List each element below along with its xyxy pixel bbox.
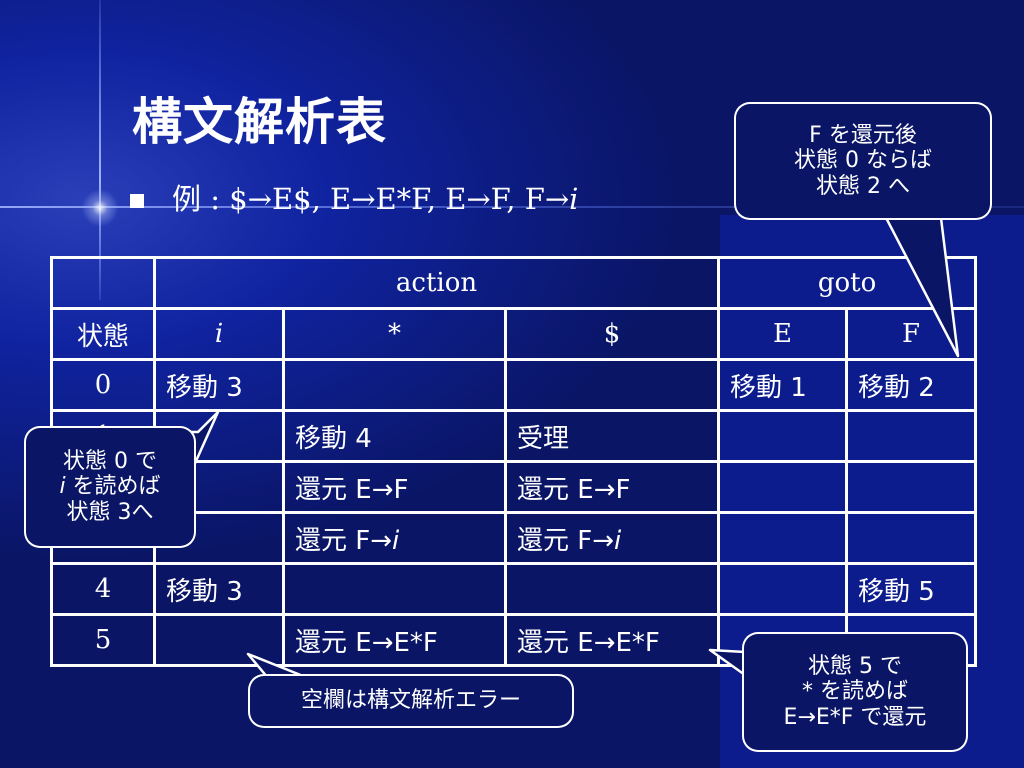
table-cell: 還元 F→i [503, 511, 721, 565]
decorative-vertical-line [99, 0, 101, 300]
table-cell: 還元 E→F [282, 460, 507, 514]
table-cell [717, 409, 849, 463]
col-header-star: * [282, 307, 507, 361]
table-cell: 移動 1 [717, 358, 849, 412]
table-cell [282, 358, 507, 412]
action-header: action [152, 256, 721, 310]
table-cell: 還元 E→E*F [282, 613, 507, 667]
goto-callout-line2: 状態 0 ならば [794, 148, 932, 174]
shift-callout-line1: 状態 0 で [63, 449, 157, 475]
table-cell [503, 358, 721, 412]
reduce-callout-line1: 状態 5 で [808, 654, 902, 680]
table-cell [282, 562, 507, 616]
bullet-square-icon [130, 194, 144, 208]
table-cell [717, 511, 849, 565]
example-var: i [569, 182, 579, 216]
col-header-dollar: $ [503, 307, 721, 361]
table-corner-cell [50, 256, 156, 310]
table-cell: 還元 E→E*F [503, 613, 721, 667]
shift-callout-line3: 状態 3へ [66, 499, 154, 525]
col-header-E: E [717, 307, 849, 361]
example-grammar: : $→E$, E→E*F, E→F, F→ [201, 182, 570, 216]
table-cell [503, 562, 721, 616]
table-cell [845, 511, 978, 565]
shift-callout-line2: i を読めば [59, 474, 161, 500]
goto-callout-line1: F を還元後 [809, 123, 917, 149]
state-cell: 5 [50, 613, 156, 667]
table-cell [153, 613, 285, 667]
reduce-callout: 状態 5 で * を読めば E→E*F で還元 [742, 632, 968, 752]
error-callout-text: 空欄は構文解析エラー [300, 688, 521, 714]
col-header-i: i [153, 307, 285, 361]
example-line: 例 : $→E$, E→E*F, E→F, F→i [172, 176, 578, 218]
goto-callout-line3: 状態 2 へ [816, 173, 910, 199]
table-cell [717, 460, 849, 514]
error-callout: 空欄は構文解析エラー [248, 674, 574, 728]
table-cell: 移動 4 [282, 409, 507, 463]
table-row: 4 移動 3 移動 5 [50, 562, 978, 616]
reduce-callout-line3: E→E*F で還元 [783, 704, 927, 730]
table-cell: 還元 F→i [282, 511, 507, 565]
col-header-state: 状態 [50, 307, 156, 361]
state-cell: 4 [50, 562, 156, 616]
decorative-horizontal-line [0, 206, 1024, 208]
state-cell: 0 [50, 358, 156, 412]
table-cell: 受理 [503, 409, 721, 463]
table-cell: 移動 5 [845, 562, 978, 616]
example-label: 例 [172, 182, 202, 216]
table-cell [845, 409, 978, 463]
table-cell [845, 460, 978, 514]
table-row: 状態 i * $ E F [50, 307, 978, 361]
shift-callout: 状態 0 で i を読めば 状態 3へ [24, 426, 196, 548]
table-row: 0 移動 3 移動 1 移動 2 [50, 358, 978, 412]
table-cell: 移動 3 [153, 358, 285, 412]
goto-callout: F を還元後 状態 0 ならば 状態 2 へ [734, 102, 992, 220]
reduce-callout-line2: * を読めば [802, 679, 908, 705]
table-cell: 移動 2 [845, 358, 978, 412]
slide-title: 構文解析表 [132, 93, 387, 151]
decorative-star-icon [78, 186, 122, 230]
table-cell [717, 562, 849, 616]
table-cell: 還元 E→F [503, 460, 721, 514]
table-cell: 移動 3 [153, 562, 285, 616]
